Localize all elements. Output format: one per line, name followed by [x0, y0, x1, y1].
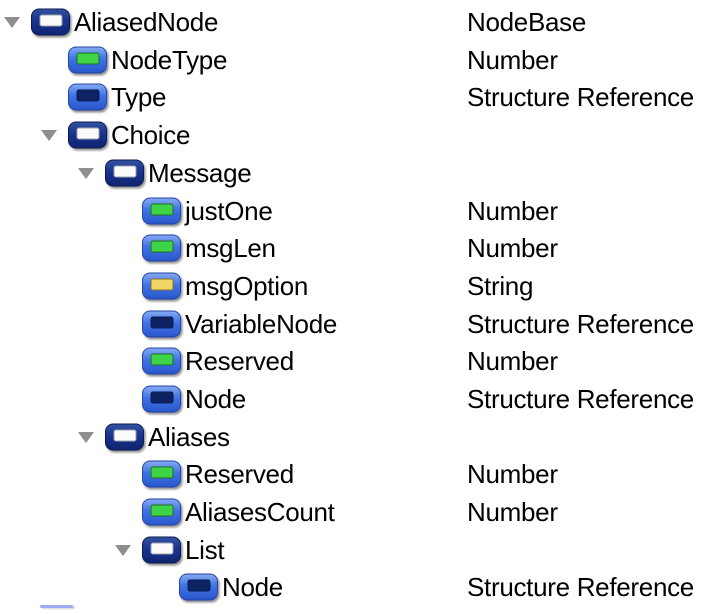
number-field-icon [142, 234, 181, 262]
row-type: Number [467, 196, 558, 226]
string-field-icon-inner [150, 278, 173, 291]
row-type: Number [467, 497, 558, 527]
disclosure-triangle-icon[interactable] [4, 17, 20, 29]
number-field-icon-inner [150, 203, 173, 216]
structure-icon-inner [113, 429, 136, 442]
row-type: Number [467, 459, 558, 489]
tree-row[interactable]: Node Structure Reference [0, 568, 726, 606]
tree-row[interactable]: Type Structure Reference [0, 78, 726, 116]
structure-icon-inner [150, 542, 173, 555]
structure-icon [68, 121, 107, 149]
tree-row[interactable]: Message [0, 154, 726, 192]
number-field-icon [68, 46, 107, 74]
row-name: Message [148, 158, 252, 188]
row-type: Structure Reference [467, 309, 694, 339]
row-type: Structure Reference [467, 572, 694, 602]
structure-icon [105, 159, 144, 187]
row-name: List [185, 535, 225, 565]
structure-reference-icon-inner [150, 316, 173, 329]
number-field-icon-inner [150, 240, 173, 253]
structure-reference-icon [142, 310, 181, 338]
row-type: Number [467, 233, 558, 263]
row-name: NodeType [111, 45, 228, 75]
tree-row[interactable]: VariableNode Structure Reference [0, 305, 726, 343]
structure-reference-icon [68, 83, 107, 111]
tree-row[interactable]: Node Structure Reference [0, 380, 726, 418]
structure-icon-inner [39, 14, 62, 27]
number-field-icon [142, 197, 181, 225]
structure-icon [105, 423, 144, 451]
row-name: AliasesCount [185, 497, 335, 527]
number-field-icon [142, 460, 181, 488]
row-type: Structure Reference [467, 82, 694, 112]
number-field-icon-inner [150, 353, 173, 366]
structure-reference-icon [142, 385, 181, 413]
row-name: Reserved [185, 459, 294, 489]
tree-row[interactable]: AliasedNode NodeBase [0, 3, 726, 41]
tree-row[interactable]: NodeType Number [0, 41, 726, 79]
row-name: Choice [111, 120, 191, 150]
structure-reference-icon-inner [76, 89, 99, 102]
row-name: justOne [185, 196, 273, 226]
tree-row[interactable]: justOne Number [0, 192, 726, 230]
disclosure-triangle-icon[interactable] [78, 432, 94, 444]
string-field-icon [142, 272, 181, 300]
structure-icon [31, 8, 70, 36]
number-field-icon [142, 347, 181, 375]
row-type: Number [467, 346, 558, 376]
tree-row[interactable]: Reserved Number [0, 455, 726, 493]
row-type: Structure Reference [467, 384, 694, 414]
structure-icon [142, 536, 181, 564]
structure-reference-icon [179, 573, 218, 601]
partial-next-row-icon [40, 605, 73, 608]
row-name: AliasedNode [74, 7, 219, 37]
disclosure-triangle-icon[interactable] [115, 545, 131, 557]
row-name: Node [185, 384, 246, 414]
row-name: msgOption [185, 271, 309, 301]
number-field-icon-inner [150, 466, 173, 479]
number-field-icon-inner [150, 504, 173, 517]
row-name: Node [222, 572, 283, 602]
number-field-icon-inner [76, 52, 99, 65]
structure-reference-icon-inner [187, 579, 210, 592]
row-name: VariableNode [185, 309, 338, 339]
tree-row[interactable]: List [0, 531, 726, 569]
disclosure-triangle-icon[interactable] [78, 168, 94, 180]
structure-icon-inner [113, 165, 136, 178]
tree-row[interactable]: Choice [0, 116, 726, 154]
tree-row[interactable]: msgLen Number [0, 229, 726, 267]
row-name: Reserved [185, 346, 294, 376]
structure-icon-inner [76, 127, 99, 140]
tree-row[interactable]: Reserved Number [0, 342, 726, 380]
row-type: Number [467, 45, 558, 75]
number-field-icon [142, 498, 181, 526]
row-name: Aliases [148, 422, 230, 452]
disclosure-triangle-icon[interactable] [41, 130, 57, 142]
row-type: NodeBase [467, 7, 587, 37]
structure-reference-icon-inner [150, 391, 173, 404]
row-name: Type [111, 82, 167, 112]
row-name: msgLen [185, 233, 276, 263]
row-type: String [467, 271, 534, 301]
tree-row[interactable]: AliasesCount Number [0, 493, 726, 531]
tree-row[interactable]: Aliases [0, 418, 726, 456]
tree-row[interactable]: msgOption String [0, 267, 726, 305]
